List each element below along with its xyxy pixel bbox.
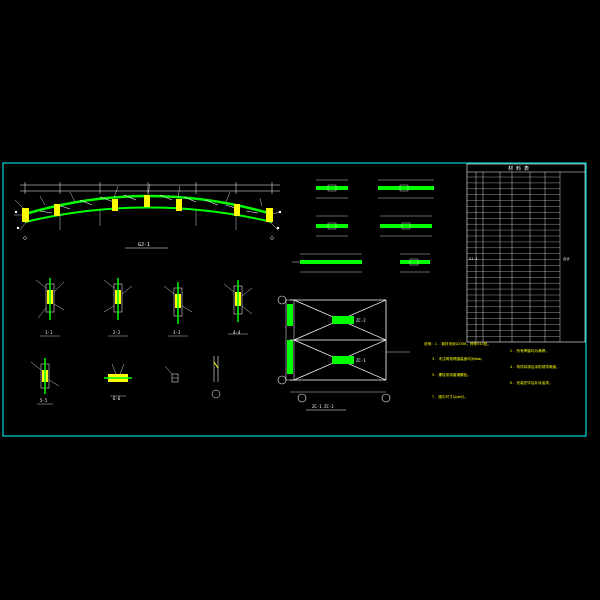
material-table: 材 料 表 GJ-1 合计 xyxy=(466,163,586,343)
table-total-label: 合计 xyxy=(563,256,571,261)
section-label-5: 5-5 xyxy=(40,398,48,403)
truss-elevation: GJ-1 xyxy=(14,182,282,249)
section-label-2: 2-2 xyxy=(113,330,121,335)
note-2: 2. 所有焊缝均为满焊。 xyxy=(510,348,549,353)
brace-tag-upper: ZC-2 xyxy=(356,318,366,323)
drawing-frame xyxy=(2,162,587,437)
section-label-3: 3-3 xyxy=(173,330,181,335)
section-label-6: 6-6 xyxy=(113,396,121,401)
bracing-title: ZC-1 ZC-2 xyxy=(312,404,334,409)
section-details: 1-1 2-2 3-3 4-4 xyxy=(30,278,253,405)
note-5: 5. 螺栓采用普通螺栓。 xyxy=(432,372,471,377)
brace-tag-lower: ZC-1 xyxy=(356,358,366,363)
member-details xyxy=(292,179,434,273)
table-title: 材 料 表 xyxy=(508,165,529,172)
note-3: 3. 未注明角焊缝高度均为6mm。 xyxy=(432,356,485,361)
bracing-elevation: ZC-2 ZC-1 ZC-1 ZC-2 xyxy=(277,295,410,411)
table-side-label: GJ-1 xyxy=(469,257,477,261)
notes: 说明：1. 钢材采用Q235B，焊条E43型。 2. 所有焊缝均为满焊。 3. … xyxy=(424,341,560,399)
note-4: 4. 构件除锈后涂防锈漆两道。 xyxy=(510,364,560,369)
note-1: 说明：1. 钢材采用Q235B，焊条E43型。 xyxy=(424,341,491,346)
note-7: 7. 图中尺寸以mm计。 xyxy=(432,394,468,399)
truss-title: GJ-1 xyxy=(138,242,150,248)
section-label-1: 1-1 xyxy=(45,330,53,335)
note-6: 6. 安装完毕后补涂油漆。 xyxy=(510,380,552,385)
section-label-4: 4-4 xyxy=(233,330,241,335)
